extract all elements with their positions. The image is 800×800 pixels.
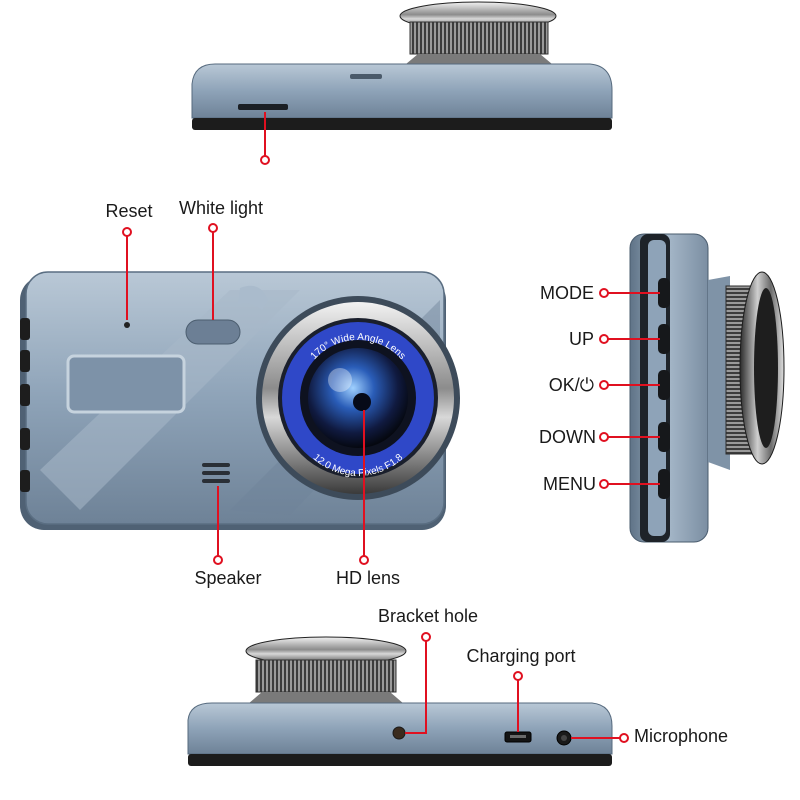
label-up: UP xyxy=(568,329,594,349)
speaker-callout-dot xyxy=(213,555,223,565)
down-button xyxy=(658,422,670,452)
label-ok-power: OK/⏻ xyxy=(548,375,594,395)
label-reset: Reset xyxy=(105,201,153,221)
label-menu: MENU xyxy=(543,474,596,494)
label-down: DOWN xyxy=(539,427,596,447)
mode-button xyxy=(658,278,670,308)
white-light-callout-dot xyxy=(208,223,218,233)
side-view-camera xyxy=(599,233,785,543)
white-light xyxy=(185,319,241,345)
hd-lens-callout-dot xyxy=(359,555,369,565)
bottom-view-camera xyxy=(187,632,629,766)
label-microphone: Microphone xyxy=(634,726,729,746)
hd-lens: 170° Wide Angle Lens 12.0 Mega Pixels F1… xyxy=(256,296,460,500)
top-callout-dot xyxy=(260,155,270,165)
up-button xyxy=(658,324,670,354)
reset-callout-dot xyxy=(122,227,132,237)
top-lens-knurl xyxy=(410,22,548,54)
label-hd-lens: HD lens xyxy=(335,568,401,588)
reset-hole xyxy=(124,322,130,328)
label-charging-port: Charging port xyxy=(466,646,576,666)
speaker-grille xyxy=(202,463,230,483)
label-white-light: White light xyxy=(178,198,264,218)
label-bracket-hole: Bracket hole xyxy=(377,606,479,626)
ok-power-button xyxy=(658,370,670,400)
bracket-hole xyxy=(392,726,406,740)
top-slot xyxy=(238,104,288,110)
menu-button xyxy=(658,469,670,499)
top-body xyxy=(191,63,613,119)
front-view-camera: 170° Wide Angle Lens 12.0 Mega Pixels F1… xyxy=(20,223,460,565)
logo-panel xyxy=(66,354,186,414)
label-speaker: Speaker xyxy=(194,568,262,588)
label-mode: MODE xyxy=(540,283,594,303)
top-view-camera xyxy=(191,1,613,165)
